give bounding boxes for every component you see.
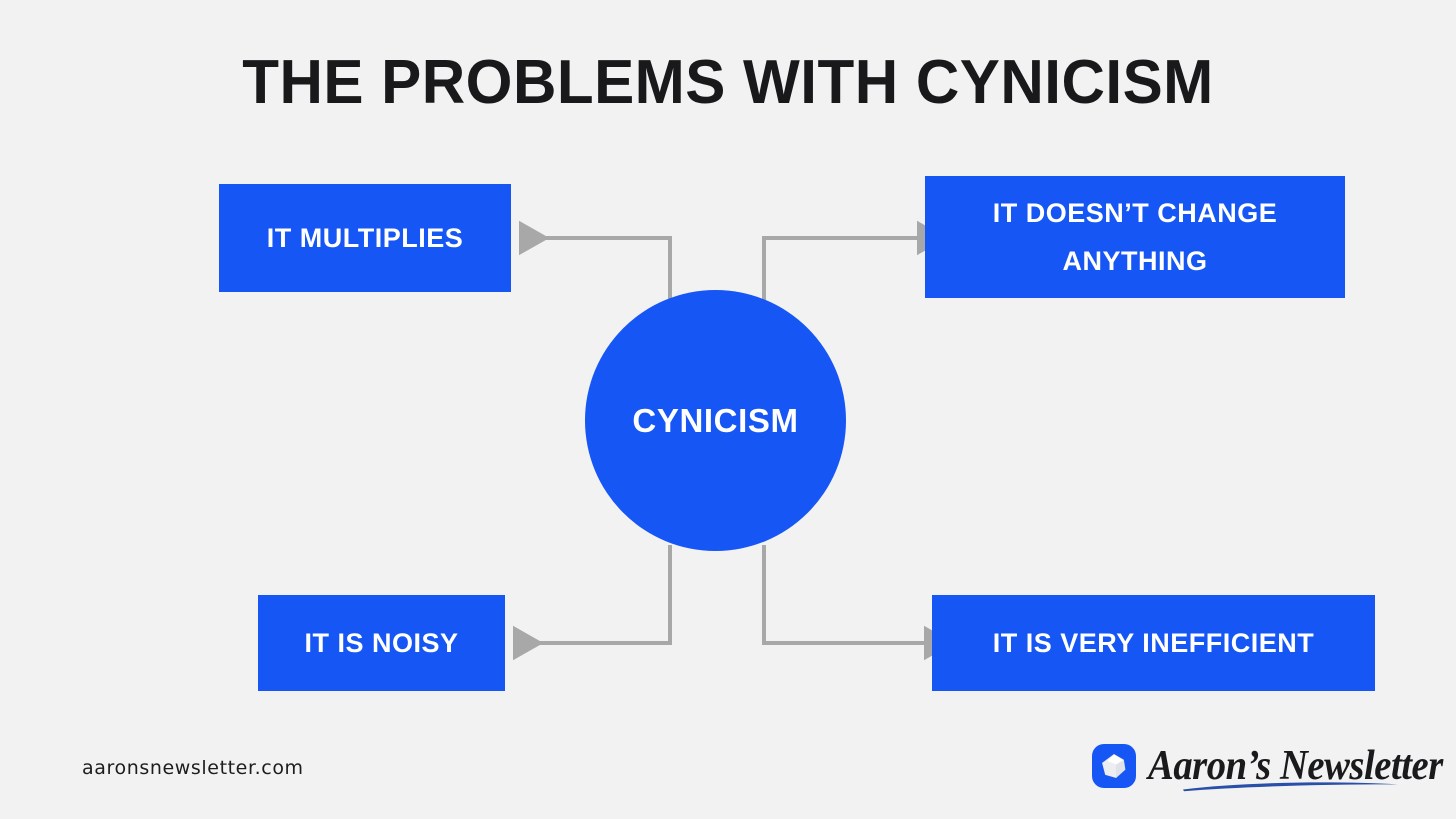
polyhedron-gem-icon: [1102, 754, 1126, 778]
hub-node-label: CYNICISM: [632, 401, 799, 439]
brand-mark-tile: [1092, 744, 1136, 788]
node-label-it-multiplies: IT MULTIPLIES: [266, 223, 464, 253]
brand-wordmark: Aaron’s Newsletter: [1148, 743, 1456, 792]
connector-hub-to-inefficient: [762, 545, 955, 661]
node-it-doesnt-change-anything[interactable]: IT DOESN’T CHANGE ANYTHING: [925, 176, 1345, 298]
node-it-multiplies[interactable]: IT MULTIPLIES: [219, 184, 511, 292]
connector-hub-to-multiplies: [519, 220, 672, 300]
node-it-is-very-inefficient[interactable]: IT IS VERY INEFFICIENT: [932, 595, 1375, 691]
brand-underline-swoosh: [1183, 782, 1398, 792]
connector-hub-to-noisy: [513, 545, 672, 661]
connector-hub-to-doesnt-change: [762, 220, 948, 300]
site-url-text: aaronsnewsletter.com: [82, 757, 304, 779]
node-label-it-is-noisy: IT IS NOISY: [304, 628, 459, 658]
node-it-is-noisy[interactable]: IT IS NOISY: [258, 595, 505, 691]
page-title: THE PROBLEMS WITH CYNICISM: [242, 48, 1214, 117]
node-label-it-is-very-inefficient: IT IS VERY INEFFICIENT: [992, 628, 1315, 658]
brand-name-text: Aaron’s Newsletter: [1148, 743, 1443, 789]
hub-node-cynicism[interactable]: CYNICISM: [585, 290, 846, 551]
brand-lockup[interactable]: Aaron’s Newsletter: [1092, 742, 1456, 792]
node-label-it-doesnt-change-anything: IT DOESN’T CHANGE ANYTHING: [992, 198, 1278, 276]
